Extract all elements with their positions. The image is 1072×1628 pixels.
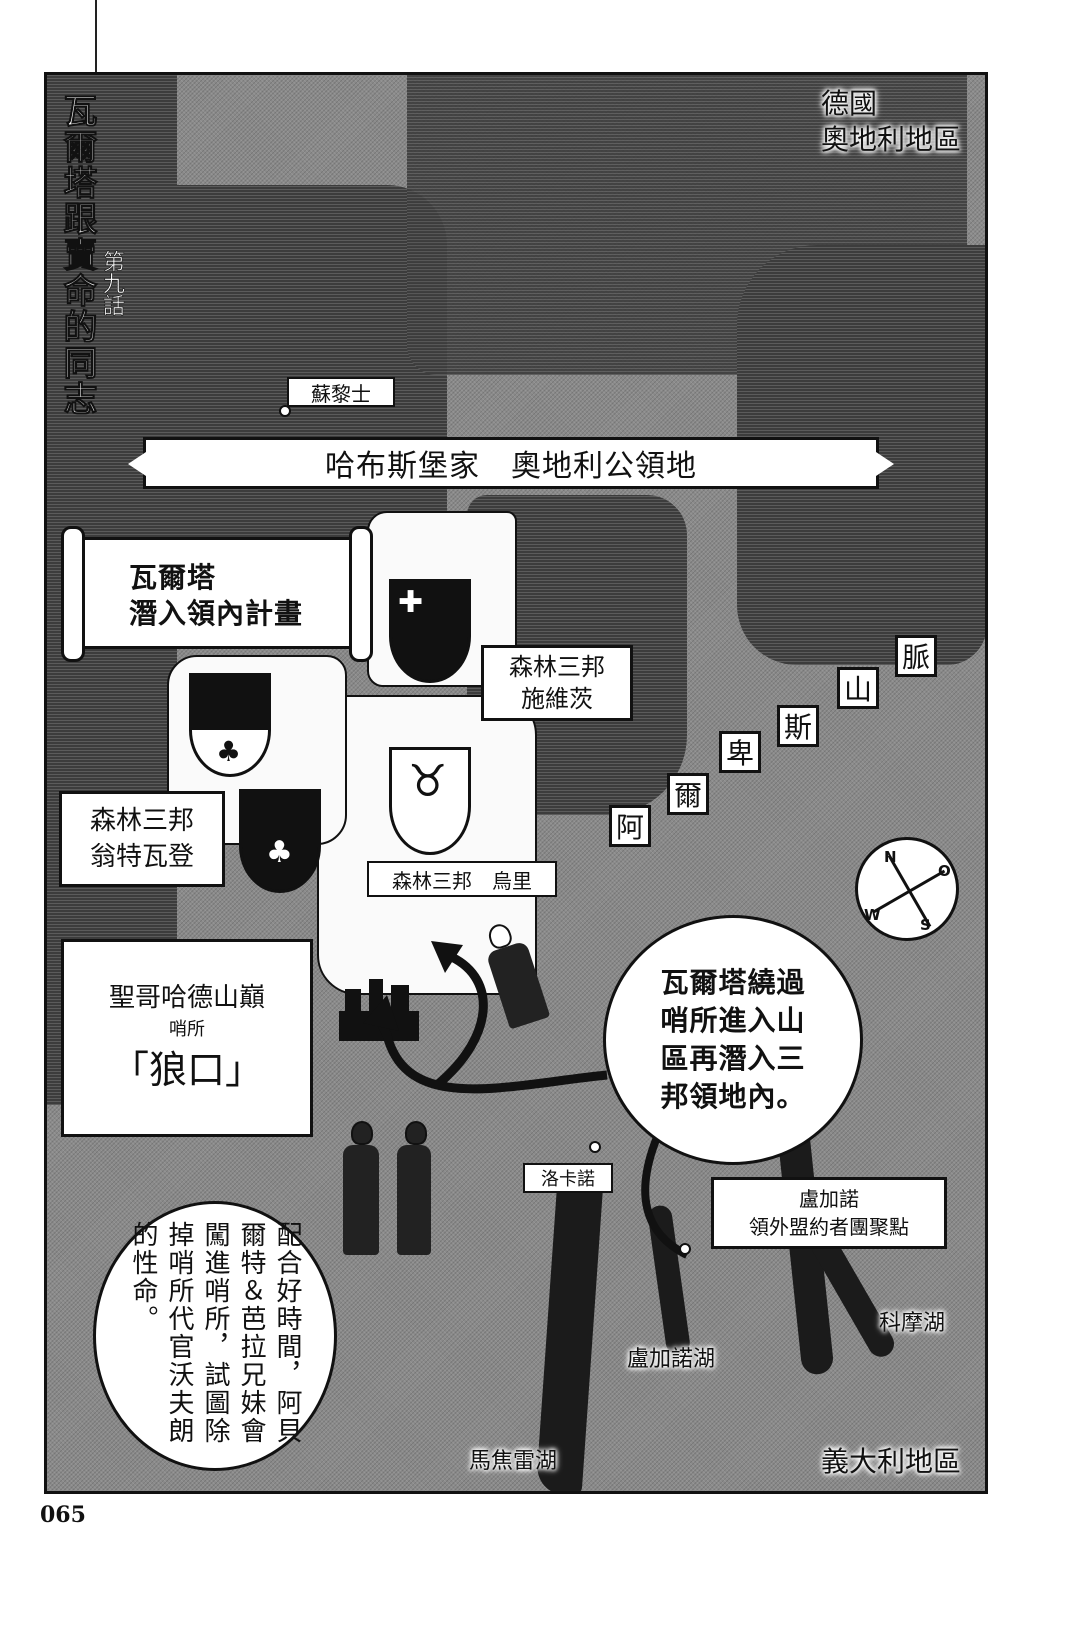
obwalden-coat-of-arms: ♣ bbox=[189, 673, 271, 777]
gutter-line bbox=[95, 0, 97, 80]
alps-char-1: 阿 bbox=[609, 805, 651, 847]
compass-east: O bbox=[938, 862, 951, 880]
route-speech-bubble: 瓦爾塔繞過 哨所進入山 區再潛入三 邦領地內。 bbox=[603, 915, 863, 1165]
lugano-desc: 領外盟約者團聚點 bbox=[749, 1215, 909, 1239]
chapter-title: 瓦爾塔跟賣命的同志 bbox=[57, 93, 98, 418]
unterwalden-label-line2: 翁特瓦登 bbox=[89, 842, 194, 872]
bara-character bbox=[397, 1121, 431, 1255]
key-icon: ♣ bbox=[266, 835, 293, 870]
alps-char-5: 山 bbox=[837, 667, 879, 709]
schwyz-label-line2: 施維茨 bbox=[521, 685, 593, 713]
label-unterwalden: 森林三邦 翁特瓦登 bbox=[59, 791, 225, 887]
distraction-bubble-text: 配合好時間，阿貝爾特＆芭拉兄妹會闖進哨所，試圖除掉哨所代官沃夫朗的性命。 bbox=[128, 1221, 302, 1445]
plan-scroll: 瓦爾塔 潛入領內計畫 bbox=[61, 526, 373, 662]
alps-char-6: 脈 bbox=[895, 635, 937, 677]
label-schwyz: 森林三邦 施維茨 bbox=[481, 645, 633, 721]
uri-coat-of-arms: ♉ bbox=[389, 747, 471, 855]
city-name-zurich: 蘇黎士 bbox=[311, 381, 371, 406]
lugano-name: 盧加諾 bbox=[799, 1187, 859, 1211]
checkpoint-nickname: 「狼口」 bbox=[110, 1048, 263, 1092]
alps-char-4: 斯 bbox=[777, 705, 819, 747]
checkpoint-name: 聖哥哈德山巔 bbox=[108, 983, 265, 1013]
label-lugano-lake: 盧加諾湖 bbox=[627, 1347, 716, 1372]
scroll-roll-left bbox=[61, 526, 85, 662]
bull-head-icon: ♉ bbox=[408, 756, 448, 807]
schwyz-coat-of-arms: ✚ bbox=[389, 579, 471, 683]
label-germany: 德國 bbox=[821, 87, 878, 120]
nidwalden-coat-of-arms: ♣ bbox=[239, 789, 321, 893]
distraction-speech-bubble: 配合好時間，阿貝爾特＆芭拉兄妹會闖進哨所，試圖除掉哨所代官沃夫朗的性命。 bbox=[93, 1201, 337, 1471]
cross-icon: ✚ bbox=[398, 585, 424, 620]
label-austria-region: 奧地利地區 bbox=[821, 123, 962, 156]
label-uri: 森林三邦 烏里 bbox=[367, 861, 557, 897]
key-icon: ♣ bbox=[216, 735, 242, 768]
shield-black-half bbox=[192, 676, 268, 730]
habsburg-banner: 哈布斯堡家 奧地利公領地 bbox=[128, 437, 894, 489]
label-maggiore-lake: 馬焦雷湖 bbox=[469, 1449, 558, 1474]
compass-west: W bbox=[864, 906, 881, 924]
unterwalden-label-line1: 森林三邦 bbox=[89, 806, 194, 836]
page-number: 065 bbox=[40, 1502, 86, 1528]
compass-rose: N O W S bbox=[855, 837, 959, 941]
city-label-locarno: 洛卡諾 bbox=[523, 1163, 613, 1193]
scroll-title: 瓦爾塔 潛入領內計畫 bbox=[129, 560, 303, 632]
alps-char-3: 卑 bbox=[719, 731, 761, 773]
checkpoint-label: 聖哥哈德山巔 哨所 「狼口」 bbox=[61, 939, 313, 1137]
alps-char-2: 爾 bbox=[667, 773, 709, 815]
scroll-roll-right bbox=[349, 526, 373, 662]
label-lugano: 盧加諾 領外盟約者團聚點 bbox=[711, 1177, 947, 1249]
banner-text: 哈布斯堡家 奧地利公領地 bbox=[325, 449, 697, 484]
compass-south: S bbox=[920, 916, 931, 934]
label-italy-region: 義大利地區 bbox=[821, 1445, 962, 1478]
city-label-zurich: 蘇黎士 bbox=[287, 377, 395, 407]
route-bubble-text: 瓦爾塔繞過 哨所進入山 區再潛入三 邦領地內。 bbox=[660, 966, 806, 1113]
scroll-title-line1: 瓦爾塔 bbox=[129, 561, 217, 594]
uri-label: 森林三邦 烏里 bbox=[392, 868, 532, 893]
label-como-lake: 科摩湖 bbox=[879, 1311, 946, 1336]
map-panel: 瓦爾塔跟賣命的同志 第九話 德國 奧地利地區 蘇黎士 哈布斯堡家 奧地利公領地 … bbox=[44, 72, 988, 1494]
albert-character bbox=[343, 1121, 379, 1255]
city-marker-lugano bbox=[679, 1243, 691, 1255]
scroll-title-line2: 潛入領內計畫 bbox=[129, 597, 304, 630]
compass-north: N bbox=[884, 848, 897, 866]
schwyz-label-line1: 森林三邦 bbox=[509, 653, 605, 681]
checkpoint-type: 哨所 bbox=[169, 1019, 205, 1040]
city-marker-zurich bbox=[279, 405, 291, 417]
episode-number: 第九話 bbox=[99, 250, 125, 317]
city-name-locarno: 洛卡諾 bbox=[541, 1169, 595, 1190]
infiltration-route-arrow bbox=[363, 941, 689, 1259]
city-marker-locarno bbox=[589, 1141, 601, 1153]
